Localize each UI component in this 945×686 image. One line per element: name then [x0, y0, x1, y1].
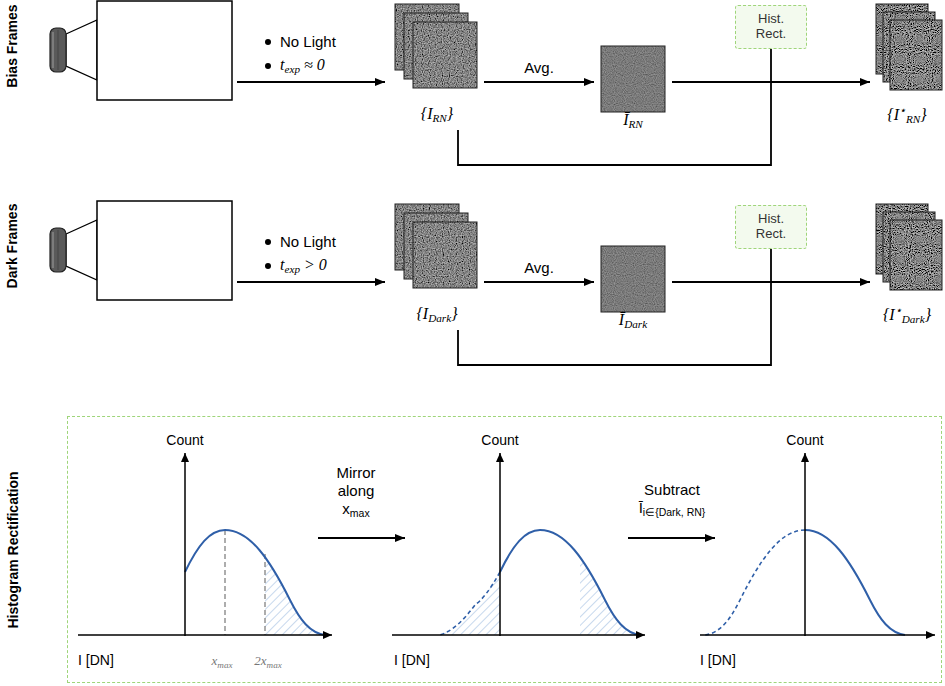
axis-label: I [DN]	[700, 652, 736, 669]
flow-connector	[458, 249, 771, 365]
subscript: RN	[433, 113, 447, 125]
frame-label: ĪRN	[623, 110, 643, 132]
frame-set: ĪRN	[596, 44, 670, 136]
subscript: exp	[284, 63, 300, 75]
edge-label: Avg.	[522, 59, 556, 77]
subscript: Dark	[428, 313, 451, 325]
capture-arrow	[237, 81, 385, 83]
row-title: Bias Frames	[4, 4, 21, 87]
process-box: Hist. Rect.	[735, 5, 807, 49]
tick-label: xmax	[212, 653, 233, 671]
superscript: ⋆	[899, 104, 906, 116]
frame-label: {IDark}	[416, 304, 457, 326]
frame-set: {I⋆Dark}	[872, 202, 942, 330]
panel-box: Histogram Rectification	[67, 416, 942, 683]
frame-stack	[395, 204, 477, 288]
subscript: RN	[629, 119, 643, 131]
condition-text: texp ≈ 0	[280, 55, 325, 77]
step-text: Subtract Īi∈{Dark, RN}	[639, 481, 706, 519]
condition-text: No Light	[280, 233, 336, 251]
step-text: Mirror along xmax	[336, 464, 375, 520]
subscript: Dark	[624, 319, 647, 331]
camera-icon	[50, 201, 232, 300]
subscript: max	[217, 660, 232, 670]
frame-set: {I⋆RN}	[872, 2, 942, 130]
flow-connector	[484, 81, 594, 83]
axis-label: Count	[786, 432, 823, 449]
condition-text: texp > 0	[280, 255, 327, 277]
axis-label: Count	[481, 432, 518, 449]
frame-set: {IRN}	[392, 2, 482, 130]
box-label: Hist. Rect.	[756, 212, 786, 242]
flow-connector	[484, 281, 594, 283]
edge-label: Avg.	[522, 259, 556, 277]
subscript: max	[267, 660, 282, 670]
subscript: Dark	[902, 313, 925, 325]
histogram-plot	[78, 453, 332, 636]
frame-label: {I⋆Dark}	[883, 304, 931, 326]
tick-label: 2xmax	[254, 653, 281, 671]
camera-icon	[50, 1, 232, 100]
subscript: exp	[284, 263, 300, 275]
subscript: i∈{Dark, RN}	[643, 506, 706, 518]
frame-label: ĪDark	[619, 310, 647, 332]
frame-set: ĪDark	[596, 244, 670, 336]
frame-label: {I⋆RN}	[887, 104, 926, 126]
frame-set: {IDark}	[392, 202, 482, 330]
superscript: ⋆	[895, 304, 902, 316]
process-box: Hist. Rect.	[735, 205, 807, 249]
step-arrow	[628, 537, 715, 539]
capture-arrow	[237, 281, 385, 283]
frame-stack	[395, 4, 477, 88]
frame-stack	[876, 4, 942, 90]
box-label: Hist. Rect.	[756, 12, 786, 42]
frame-label: {IRN}	[421, 104, 453, 126]
panel-title: Histogram Rectification	[5, 471, 22, 628]
subscript: RN	[906, 113, 920, 125]
step-arrow	[318, 537, 405, 539]
frame-stack	[876, 204, 942, 290]
axis-label: I [DN]	[78, 652, 114, 669]
bullet-points	[265, 39, 271, 269]
histogram-plot	[392, 453, 645, 636]
axis-label: Count	[166, 432, 203, 449]
subscript: max	[350, 507, 370, 519]
histogram-plot	[700, 453, 935, 636]
average-frame	[601, 246, 665, 312]
axis-label: I [DN]	[394, 652, 430, 669]
flow-connector	[458, 49, 771, 165]
condition-text: No Light	[280, 33, 336, 51]
average-frame	[601, 46, 665, 112]
row-title: Dark Frames	[4, 204, 21, 289]
